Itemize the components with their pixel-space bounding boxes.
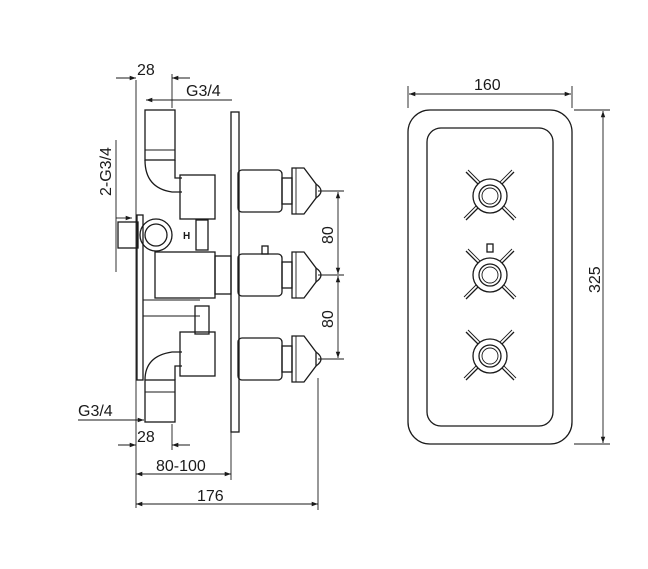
dim-top-width-label: 28 — [137, 62, 155, 79]
front-view: 160 325 — [407, 77, 610, 445]
bottom-outlet-thread-label: G3/4 — [78, 403, 113, 420]
top-outlet-pipe — [144, 109, 182, 193]
dim-front-width: 160 — [407, 77, 573, 108]
side-view: H 28 — [78, 62, 344, 510]
spindle-upper — [237, 167, 322, 215]
front-plate-inner — [426, 127, 554, 427]
dim-handle-spacing: 80 80 — [318, 190, 344, 360]
dim-bottom-width: 28 — [118, 424, 190, 450]
cross-handle-middle — [463, 243, 517, 300]
dim-total-depth-label: 176 — [197, 488, 224, 505]
spindle-middle — [237, 245, 322, 299]
dim-depth-range-label: 80-100 — [156, 458, 206, 475]
dim-top-width: 28 — [116, 62, 190, 108]
leader-top-thread: G3/4 — [146, 83, 232, 103]
dim-depth-range: 80-100 — [136, 432, 232, 480]
dim-spacing-lower-label: 80 — [320, 310, 337, 328]
inlet-thread-label: 2-G3/4 — [98, 147, 115, 196]
leader-inlet-thread: 2-G3/4 — [98, 140, 132, 272]
dim-front-height-label: 325 — [587, 266, 604, 293]
dim-front-height: 325 — [574, 109, 610, 445]
dim-spacing-upper-label: 80 — [320, 226, 337, 244]
spindle-lower — [237, 335, 322, 383]
cross-handle-upper — [463, 169, 517, 221]
bottom-outlet-pipe — [144, 351, 182, 423]
front-plate-outer — [407, 109, 573, 445]
dim-total-depth: 176 — [136, 378, 319, 510]
top-outlet-thread-label: G3/4 — [186, 83, 221, 100]
hot-mark: H — [183, 231, 190, 242]
dim-bottom-width-label: 28 — [137, 429, 155, 446]
cross-handle-lower — [463, 329, 517, 381]
hot-inlet-fitting: H — [117, 218, 190, 252]
dim-front-width-label: 160 — [474, 77, 501, 94]
valve-body — [135, 80, 232, 508]
leader-bottom-thread: G3/4 — [78, 403, 144, 423]
